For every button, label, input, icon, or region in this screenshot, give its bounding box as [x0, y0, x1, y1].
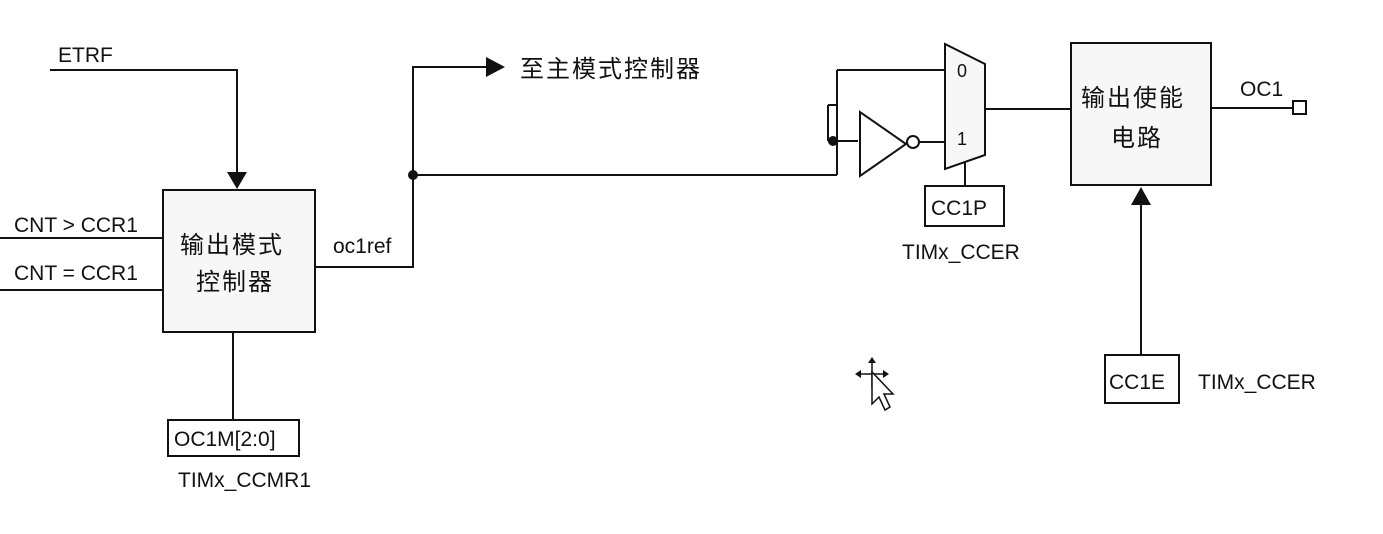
to-master-label: 至主模式控制器: [520, 55, 702, 83]
inverter-triangle-icon: [859, 110, 908, 178]
cnt-gt-ccr1-label: CNT > CCR1: [14, 214, 138, 237]
oc1m-field-label: OC1M[2:0]: [174, 428, 276, 451]
oc1-output-label: OC1: [1240, 78, 1283, 101]
move-cursor-icon: [855, 357, 895, 412]
oc1-output-pin: [1292, 100, 1307, 115]
oc1m-register-box: [167, 419, 300, 457]
to-master-arrowhead: [486, 57, 505, 77]
etrf-arrowhead: [227, 172, 247, 189]
mux-input1-label: 1: [957, 129, 967, 149]
oc1m-register-label: TIMx_CCMR1: [178, 469, 311, 492]
cc1p-register-label: TIMx_CCER: [902, 241, 1020, 264]
cc1e-field-label: CC1E: [1109, 371, 1165, 394]
cc1p-register-box: [924, 185, 1005, 227]
cc1e-register-box: [1104, 354, 1180, 404]
cc1e-register-label: TIMx_CCER: [1198, 371, 1316, 394]
output-mode-controller-line2: 控制器: [196, 268, 274, 296]
cc1e-arrowhead: [1131, 187, 1151, 205]
output-mode-controller-line1: 输出模式: [180, 231, 284, 259]
output-enable-line2: 电路: [1111, 124, 1163, 152]
to-master-wire: [412, 66, 488, 175]
output-mode-controller-box: [162, 189, 316, 333]
oc1ref-wire: [315, 175, 414, 268]
etrf-label: ETRF: [58, 44, 113, 67]
polarity-mux: [944, 42, 986, 171]
cnt-eq-ccr1-label: CNT = CCR1: [14, 262, 138, 285]
oc1ref-label: oc1ref: [333, 235, 392, 258]
output-enable-circuit-box: [1070, 42, 1212, 186]
mux-input0-label: 0: [957, 61, 967, 81]
etrf-wire: [50, 69, 242, 187]
cc1p-field-label: CC1P: [931, 197, 987, 220]
output-enable-line1: 输出使能: [1081, 84, 1185, 112]
inverter-bubble-icon: [906, 135, 920, 149]
